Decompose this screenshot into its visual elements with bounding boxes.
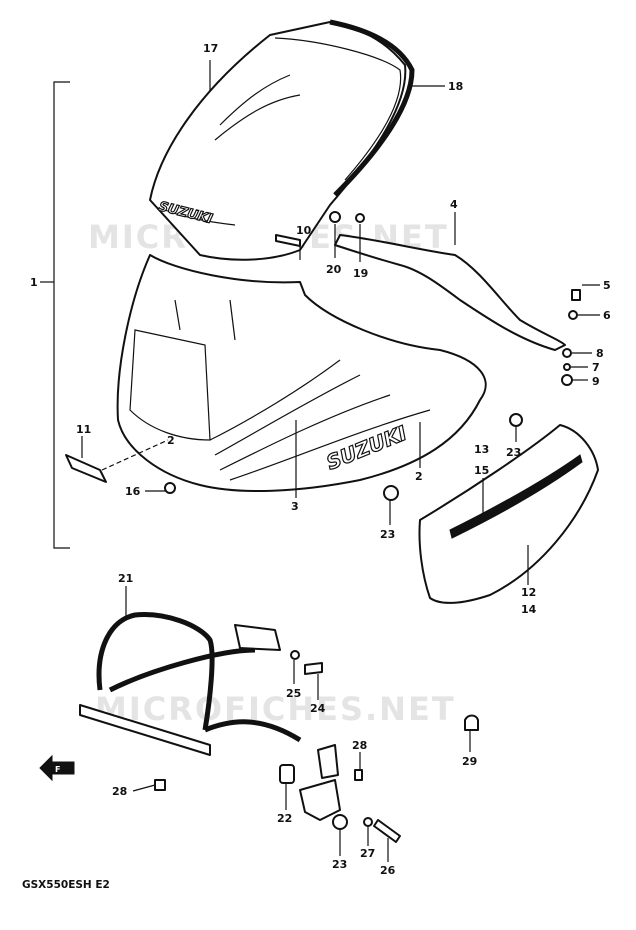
watermark-bottom: MICROFICHES.NET	[95, 690, 456, 728]
label-14: 14	[521, 603, 537, 616]
label-17: 17	[203, 42, 218, 55]
grommet-23-part-a	[509, 413, 523, 427]
bracket-22-part	[299, 779, 341, 821]
label-7: 7	[592, 361, 600, 374]
leader-28b	[132, 784, 156, 792]
plate-28-part	[317, 744, 339, 779]
nut-8-part	[562, 348, 572, 358]
grommet-23-part-c	[332, 814, 348, 830]
nut-9-part	[561, 374, 573, 386]
label-16: 16	[125, 485, 141, 498]
bracket-11-part	[65, 454, 107, 483]
screw-16-part	[164, 482, 176, 494]
label-4: 4	[450, 198, 458, 211]
washer-25-part	[290, 650, 300, 660]
label-26: 26	[380, 864, 396, 877]
label-6: 6	[603, 309, 611, 322]
washer-6-part	[568, 310, 578, 320]
label-25: 25	[286, 687, 301, 700]
label-11: 11	[76, 423, 91, 436]
label-29: 29	[462, 755, 477, 768]
screw-19-part	[355, 213, 365, 223]
cap-29-part	[464, 714, 479, 731]
front-arrow-icon: F	[39, 754, 75, 782]
nut-20-part	[329, 211, 341, 223]
label-19: 19	[353, 267, 368, 280]
upper-fairing-part: SUZUKI	[116, 254, 487, 492]
fairing-stay-part	[79, 612, 302, 756]
bracket-4-part	[334, 234, 566, 351]
label-10: 10	[296, 224, 312, 237]
screw-28-part-b	[154, 779, 166, 791]
front-arrow-label: F	[55, 765, 60, 774]
label-2a: 2	[167, 434, 175, 447]
label-21: 21	[118, 572, 133, 585]
washer-27-part	[363, 817, 373, 827]
label-28b: 28	[112, 785, 127, 798]
label-23a: 23	[506, 446, 521, 459]
washer-7-part	[563, 363, 571, 371]
model-code: GSX550ESH E2	[22, 879, 110, 891]
label-23b: 23	[380, 528, 395, 541]
bolt-26-part	[373, 819, 401, 843]
label-24: 24	[310, 702, 326, 715]
windscreen-trim-part	[329, 19, 415, 197]
assembly-bracket	[53, 81, 70, 549]
label-15: 15	[474, 464, 489, 477]
label-18: 18	[448, 80, 463, 93]
screw-28-part	[354, 769, 363, 781]
label-12: 12	[521, 586, 536, 599]
label-27: 27	[360, 847, 375, 860]
leader-2a	[101, 439, 169, 471]
label-13: 13	[474, 443, 489, 456]
collar-22-part	[279, 764, 295, 784]
screw-5-part	[571, 289, 581, 301]
label-9: 9	[592, 375, 600, 388]
grommet-23-part-b	[383, 485, 399, 501]
label-1: 1	[30, 276, 38, 289]
label-28a: 28	[352, 739, 367, 752]
label-23c: 23	[332, 858, 347, 871]
label-20: 20	[326, 263, 342, 276]
label-5: 5	[603, 279, 611, 292]
bolt-24-part	[304, 662, 323, 675]
label-3: 3	[291, 500, 299, 513]
label-8: 8	[596, 347, 604, 360]
label-22: 22	[277, 812, 292, 825]
label-2b: 2	[415, 470, 423, 483]
